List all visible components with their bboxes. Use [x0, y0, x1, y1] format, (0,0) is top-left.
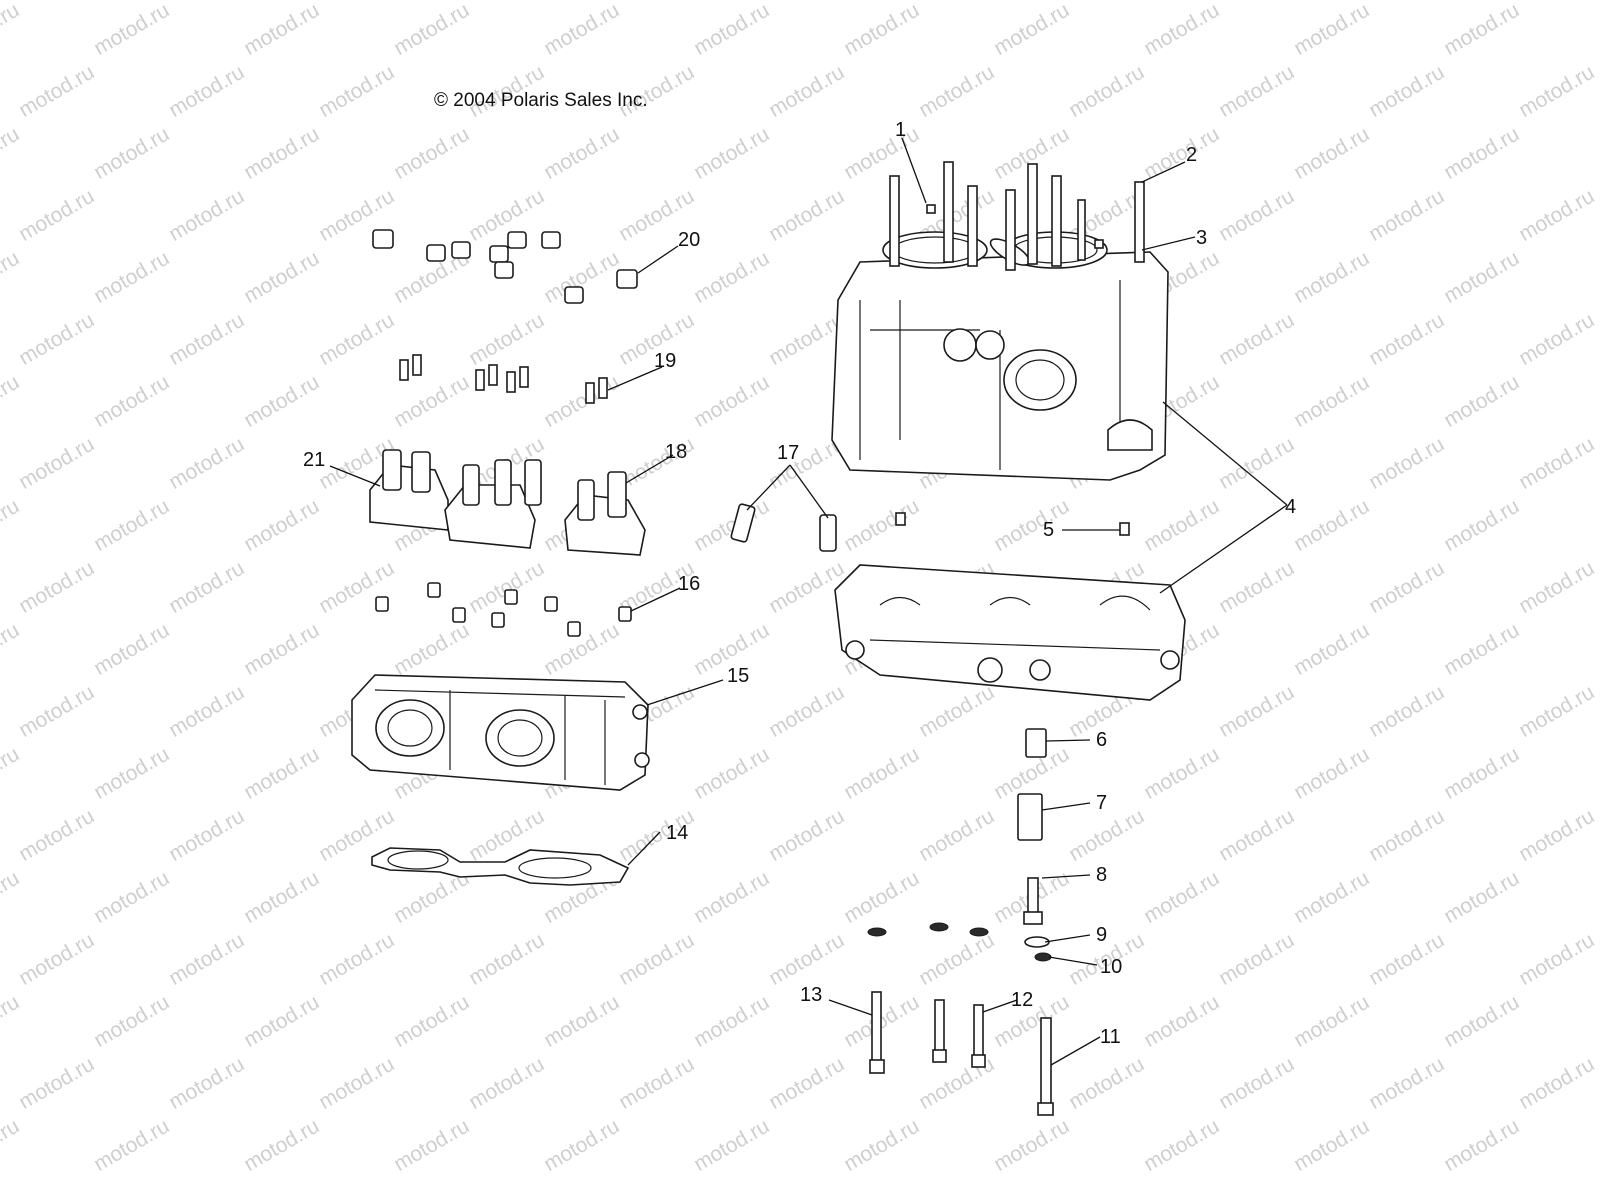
callout-11: 11: [1100, 1026, 1121, 1048]
callout-2: 2: [1186, 144, 1198, 166]
callout-1: 1: [895, 119, 907, 141]
cylinder-head: [351, 674, 650, 791]
valve-lifters: [375, 582, 632, 637]
callout-16: 16: [678, 573, 701, 595]
callout-15: 15: [727, 665, 750, 687]
callout-21: 21: [303, 449, 326, 471]
head-gasket: [371, 847, 630, 886]
dowel-pin: [895, 512, 906, 526]
callout-14: 14: [666, 822, 689, 844]
copyright-notice: © 2004 Polaris Sales Inc.: [434, 90, 648, 111]
callout-20: 20: [678, 229, 701, 251]
bushing-short: [1025, 728, 1047, 758]
callout-8: 8: [1096, 864, 1108, 886]
lower-crankcase: [834, 564, 1186, 701]
cylinder-studs: [889, 161, 1145, 271]
bushing-long: [1017, 793, 1043, 841]
callout-18: 18: [665, 441, 688, 463]
nuts: [372, 229, 638, 304]
small-screws: [399, 354, 608, 404]
callout-5: 5: [1043, 519, 1055, 541]
rocker-arms: [369, 449, 646, 556]
callout-17: 17: [777, 442, 800, 464]
callout-13: 13: [800, 984, 823, 1006]
callout-6: 6: [1096, 729, 1108, 751]
callout-9: 9: [1096, 924, 1108, 946]
bolt-short: [1023, 877, 1043, 925]
callout-10: 10: [1100, 956, 1123, 978]
callout-12: 12: [1011, 989, 1034, 1011]
callout-3: 3: [1196, 227, 1208, 249]
callout-4: 4: [1285, 496, 1297, 518]
sleeve-pins: [730, 503, 837, 552]
washers: [867, 922, 1052, 962]
dowel-pin: [1119, 522, 1130, 536]
callout-7: 7: [1096, 792, 1108, 814]
upper-crankcase-block: [831, 231, 1169, 481]
long-bolts: [869, 991, 1054, 1116]
callout-19: 19: [654, 350, 677, 372]
leader-lines: [329, 137, 1288, 1066]
